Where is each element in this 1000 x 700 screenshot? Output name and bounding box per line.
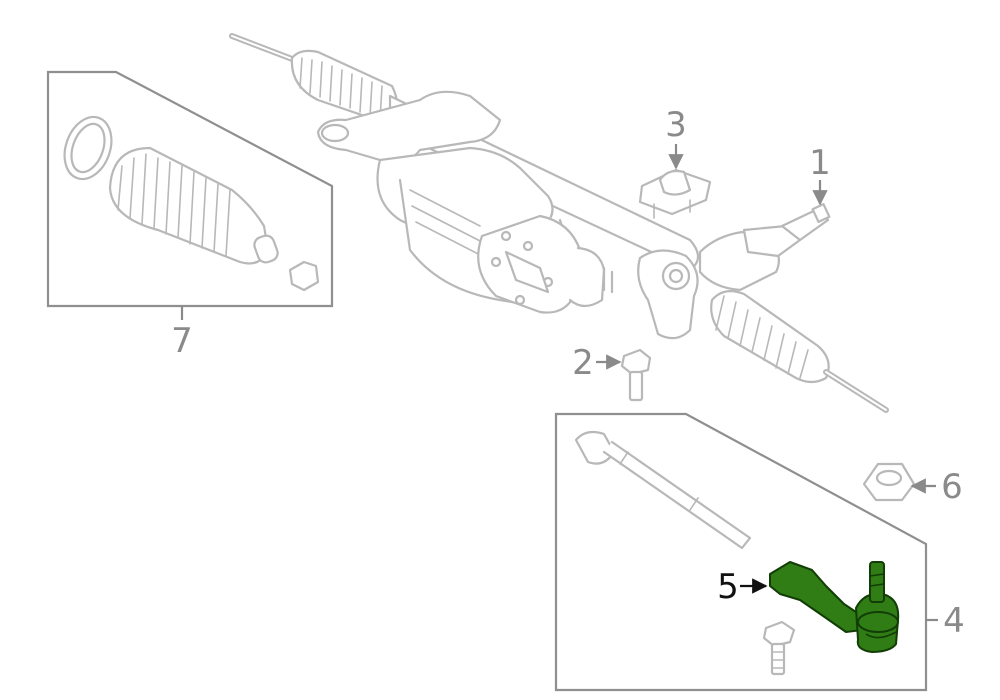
steering-rack-assembly[interactable] [229, 33, 889, 413]
callout-7[interactable]: 7 [171, 306, 193, 361]
svg-text:4: 4 [943, 601, 965, 641]
svg-text:1: 1 [809, 143, 831, 183]
svg-text:2: 2 [572, 343, 594, 383]
svg-text:3: 3 [665, 105, 687, 145]
boot-clamp-ring[interactable] [56, 110, 119, 185]
right-bellows-boot [710, 289, 830, 384]
pinion-input-shaft [698, 203, 831, 292]
svg-text:7: 7 [171, 321, 193, 361]
tie-rod-group [554, 412, 928, 692]
inner-tie-rod[interactable] [574, 430, 752, 550]
bellows-boot[interactable] [108, 146, 280, 265]
callout-3[interactable]: 3 [665, 105, 687, 170]
outer-tie-rod-end[interactable] [769, 561, 900, 653]
tie-rod-end-bolt[interactable] [762, 620, 796, 676]
callout-1[interactable]: 1 [809, 143, 831, 206]
tie-rod-nut[interactable] [862, 462, 916, 502]
callout-2[interactable]: 2 [572, 343, 622, 383]
mounting-clamp[interactable] [638, 168, 712, 219]
callout-4[interactable]: 4 [926, 601, 965, 641]
tie-rod-group-outline [554, 412, 928, 692]
boot-kit-outline [46, 70, 334, 308]
svg-text:6: 6 [941, 467, 963, 507]
boot-kit-group [46, 70, 334, 308]
small-boot-clip[interactable] [288, 260, 320, 292]
svg-text:5: 5 [717, 567, 739, 607]
callout-5[interactable]: 5 [717, 567, 768, 607]
rack-housing [316, 90, 699, 340]
callout-6[interactable]: 6 [910, 467, 963, 507]
mounting-bolt[interactable] [620, 348, 652, 402]
